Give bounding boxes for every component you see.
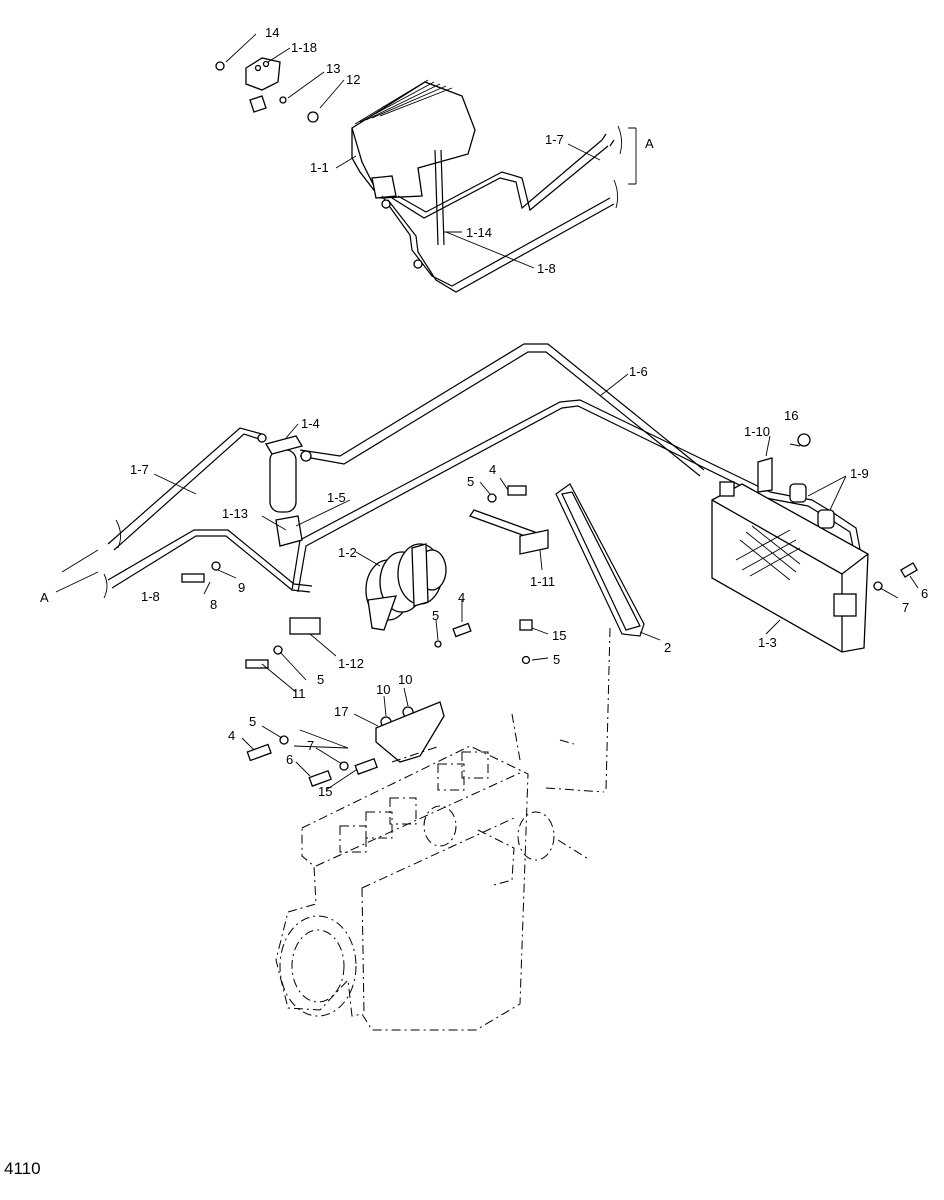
label-2: 2 bbox=[664, 640, 671, 655]
top-bracket bbox=[215, 57, 319, 123]
label-5-right: 5 bbox=[553, 652, 560, 667]
label-5-bottom: 5 bbox=[249, 714, 256, 729]
label-1-13: 1-13 bbox=[222, 506, 248, 521]
label-5-left: 5 bbox=[317, 672, 324, 687]
compressor bbox=[245, 543, 447, 669]
label-1-1: 1-1 bbox=[310, 160, 329, 175]
label-9: 9 bbox=[238, 580, 245, 595]
label-15-top: 15 bbox=[552, 628, 566, 643]
drive-belt bbox=[555, 483, 645, 637]
brackets-bolts bbox=[246, 485, 549, 787]
label-4-top: 4 bbox=[489, 462, 496, 477]
page-number: 4110 bbox=[4, 1159, 41, 1178]
label-14: 14 bbox=[265, 25, 279, 40]
label-13: 13 bbox=[326, 61, 340, 76]
receiver-drier bbox=[181, 433, 312, 583]
label-1-10: 1-10 bbox=[744, 424, 770, 439]
label-5-mid: 5 bbox=[432, 608, 439, 623]
label-10-right: 10 bbox=[398, 672, 412, 687]
label-1-7-left: 1-7 bbox=[130, 462, 149, 477]
label-11: 11 bbox=[292, 686, 306, 701]
label-A-top: A bbox=[645, 136, 654, 151]
condenser bbox=[711, 433, 918, 653]
engine-outline bbox=[275, 627, 611, 1031]
left-pipes bbox=[55, 427, 313, 599]
label-1-8-top: 1-8 bbox=[537, 261, 556, 276]
label-1-11: 1-11 bbox=[530, 574, 555, 589]
label-1-7-top: 1-7 bbox=[545, 132, 564, 147]
label-7-bottom: 7 bbox=[307, 738, 314, 753]
label-7-right: 7 bbox=[902, 600, 909, 615]
evaporator-unit bbox=[351, 79, 476, 246]
label-8: 8 bbox=[210, 597, 217, 612]
label-6-right: 6 bbox=[921, 586, 928, 601]
top-pipes bbox=[381, 125, 637, 293]
label-1-8-left: 1-8 bbox=[141, 589, 160, 604]
label-5-top: 5 bbox=[467, 474, 474, 489]
label-1-9: 1-9 bbox=[850, 466, 869, 481]
label-1-6: 1-6 bbox=[629, 364, 648, 379]
label-16: 16 bbox=[784, 408, 798, 423]
label-15-bottom: 15 bbox=[318, 784, 332, 799]
label-4-bottom: 4 bbox=[228, 728, 235, 743]
label-1-18: 1-18 bbox=[291, 40, 317, 55]
label-1-5: 1-5 bbox=[327, 490, 346, 505]
label-6-bottom: 6 bbox=[286, 752, 293, 767]
label-A-left: A bbox=[40, 590, 49, 605]
label-1-14: 1-14 bbox=[466, 225, 492, 240]
label-1-2: 1-2 bbox=[338, 545, 357, 560]
label-1-3: 1-3 bbox=[758, 635, 777, 650]
label-10-left: 10 bbox=[376, 682, 390, 697]
label-1-12: 1-12 bbox=[338, 656, 364, 671]
label-17: 17 bbox=[334, 704, 348, 719]
label-1-4: 1-4 bbox=[301, 416, 320, 431]
label-12: 12 bbox=[346, 72, 360, 87]
callout-labels: 14 1-18 13 12 1-1 1-7 A 1-14 1-8 1-6 1-4… bbox=[40, 25, 928, 799]
leader-lines bbox=[153, 33, 919, 791]
label-4-mid: 4 bbox=[458, 590, 465, 605]
